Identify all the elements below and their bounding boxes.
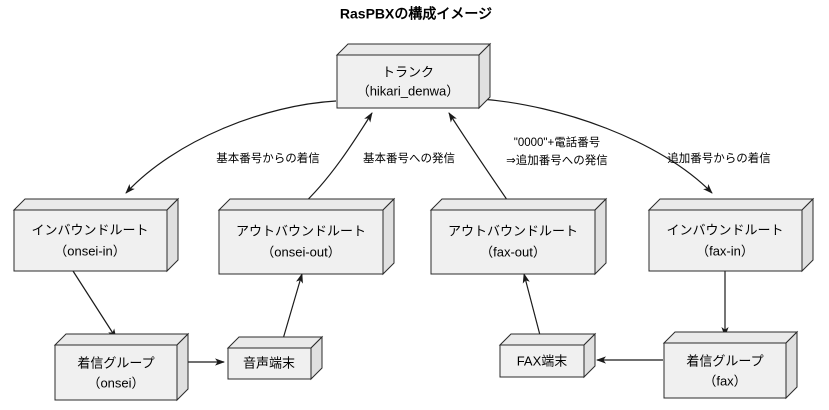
node-fax-group-label-line1: 着信グループ <box>686 353 763 368</box>
node-onsei-in-front-face <box>13 209 168 272</box>
node-fax-terminal[interactable]: FAX端末 <box>498 332 597 379</box>
node-onsei-in-side-face <box>166 197 179 273</box>
node-onsei-terminal[interactable]: 音声端末 <box>226 335 324 381</box>
node-fax-out-label-line2: （fax-out） <box>480 244 546 259</box>
node-fax-group-side-face <box>785 330 798 400</box>
node-onsei-terminal-front-face <box>227 347 312 380</box>
edge-label-onsei-out-to-trunk: 基本番号への発信 <box>363 151 455 165</box>
node-fax-out-top-face <box>429 198 608 211</box>
node-trunk-front-face <box>336 54 480 109</box>
node-onsei-group[interactable]: 着信グループ （onsei） <box>53 332 190 402</box>
edge-trunk-to-fax-in <box>480 98 713 194</box>
node-trunk-label-line1: トランク <box>382 64 434 79</box>
node-onsei-group-label-line2: （onsei） <box>87 375 144 390</box>
node-onsei-in[interactable]: インバウンドルート （onsei-in） <box>12 197 180 273</box>
node-fax-group[interactable]: 着信グループ （fax） <box>662 330 799 400</box>
node-trunk[interactable]: トランク （hikari_denwa） <box>335 42 492 110</box>
edge-onsei-terminal-to-onsei-out <box>282 273 303 340</box>
node-onsei-out-label-line1: アウトバウンドルート <box>236 223 366 238</box>
node-fax-group-label-line2: （fax） <box>703 373 746 388</box>
node-onsei-group-top-face <box>53 333 190 346</box>
node-fax-group-front-face <box>663 342 787 399</box>
node-fax-out-label-line1: アウトバウンドルート <box>448 223 578 238</box>
node-fax-in-side-face <box>801 197 814 273</box>
node-trunk-top-face <box>335 43 492 56</box>
node-fax-in-front-face <box>648 209 803 272</box>
edge-label-trunk-to-fax-in: 追加番号からの着信 <box>667 151 771 165</box>
node-onsei-out-side-face <box>382 197 395 276</box>
node-fax-in-label-line1: インバウンドルート <box>666 222 783 237</box>
node-onsei-terminal-label: 音声端末 <box>243 355 295 370</box>
edge-onsei-out-to-trunk <box>299 112 373 208</box>
node-fax-out[interactable]: アウトバウンドルート （fax-out） <box>429 197 608 276</box>
edge-fax-terminal-to-fax-out <box>522 273 542 340</box>
node-fax-group-top-face <box>662 331 799 344</box>
edge-fax-out-to-trunk <box>448 112 513 208</box>
node-onsei-out-label-line2: （onsei-out） <box>261 244 340 259</box>
edge-trunk-to-onsei-in <box>125 100 337 194</box>
node-trunk-side-face <box>478 42 491 110</box>
node-onsei-out-front-face <box>218 209 384 275</box>
node-fax-in-top-face <box>647 198 815 211</box>
edge-label-fax-out-to-trunk-line1: "0000"+電話番号 <box>514 135 600 149</box>
node-onsei-group-side-face <box>176 332 189 402</box>
node-fax-terminal-front-face <box>499 344 585 378</box>
node-onsei-in-label-line1: インバウンドルート <box>31 222 148 237</box>
node-onsei-out[interactable]: アウトバウンドルート （onsei-out） <box>217 197 396 276</box>
node-onsei-terminal-top-face <box>226 336 324 349</box>
edge-label-trunk-to-onsei-in: 基本番号からの着信 <box>216 151 320 165</box>
node-fax-in[interactable]: インバウンドルート （fax-in） <box>647 197 815 273</box>
node-fax-in-label-line2: （fax-in） <box>696 243 754 258</box>
edge-onsei-in-to-onsei-group <box>72 270 117 339</box>
node-fax-terminal-top-face <box>498 333 597 346</box>
node-onsei-in-top-face <box>12 198 180 211</box>
node-fax-terminal-label: FAX端末 <box>517 353 568 368</box>
node-fax-out-side-face <box>594 197 607 276</box>
edge-label-fax-out-to-trunk-line2: ⇒追加番号への発信 <box>506 153 608 167</box>
node-onsei-group-label-line1: 着信グループ <box>77 355 154 370</box>
node-trunk-label-line2: （hikari_denwa） <box>357 83 460 98</box>
node-fax-out-front-face <box>430 209 596 275</box>
node-onsei-group-front-face <box>54 344 178 401</box>
node-onsei-out-top-face <box>217 198 396 211</box>
page-title: RasPBXの構成イメージ <box>340 6 492 22</box>
node-onsei-in-label-line2: （onsei-in） <box>54 243 126 258</box>
